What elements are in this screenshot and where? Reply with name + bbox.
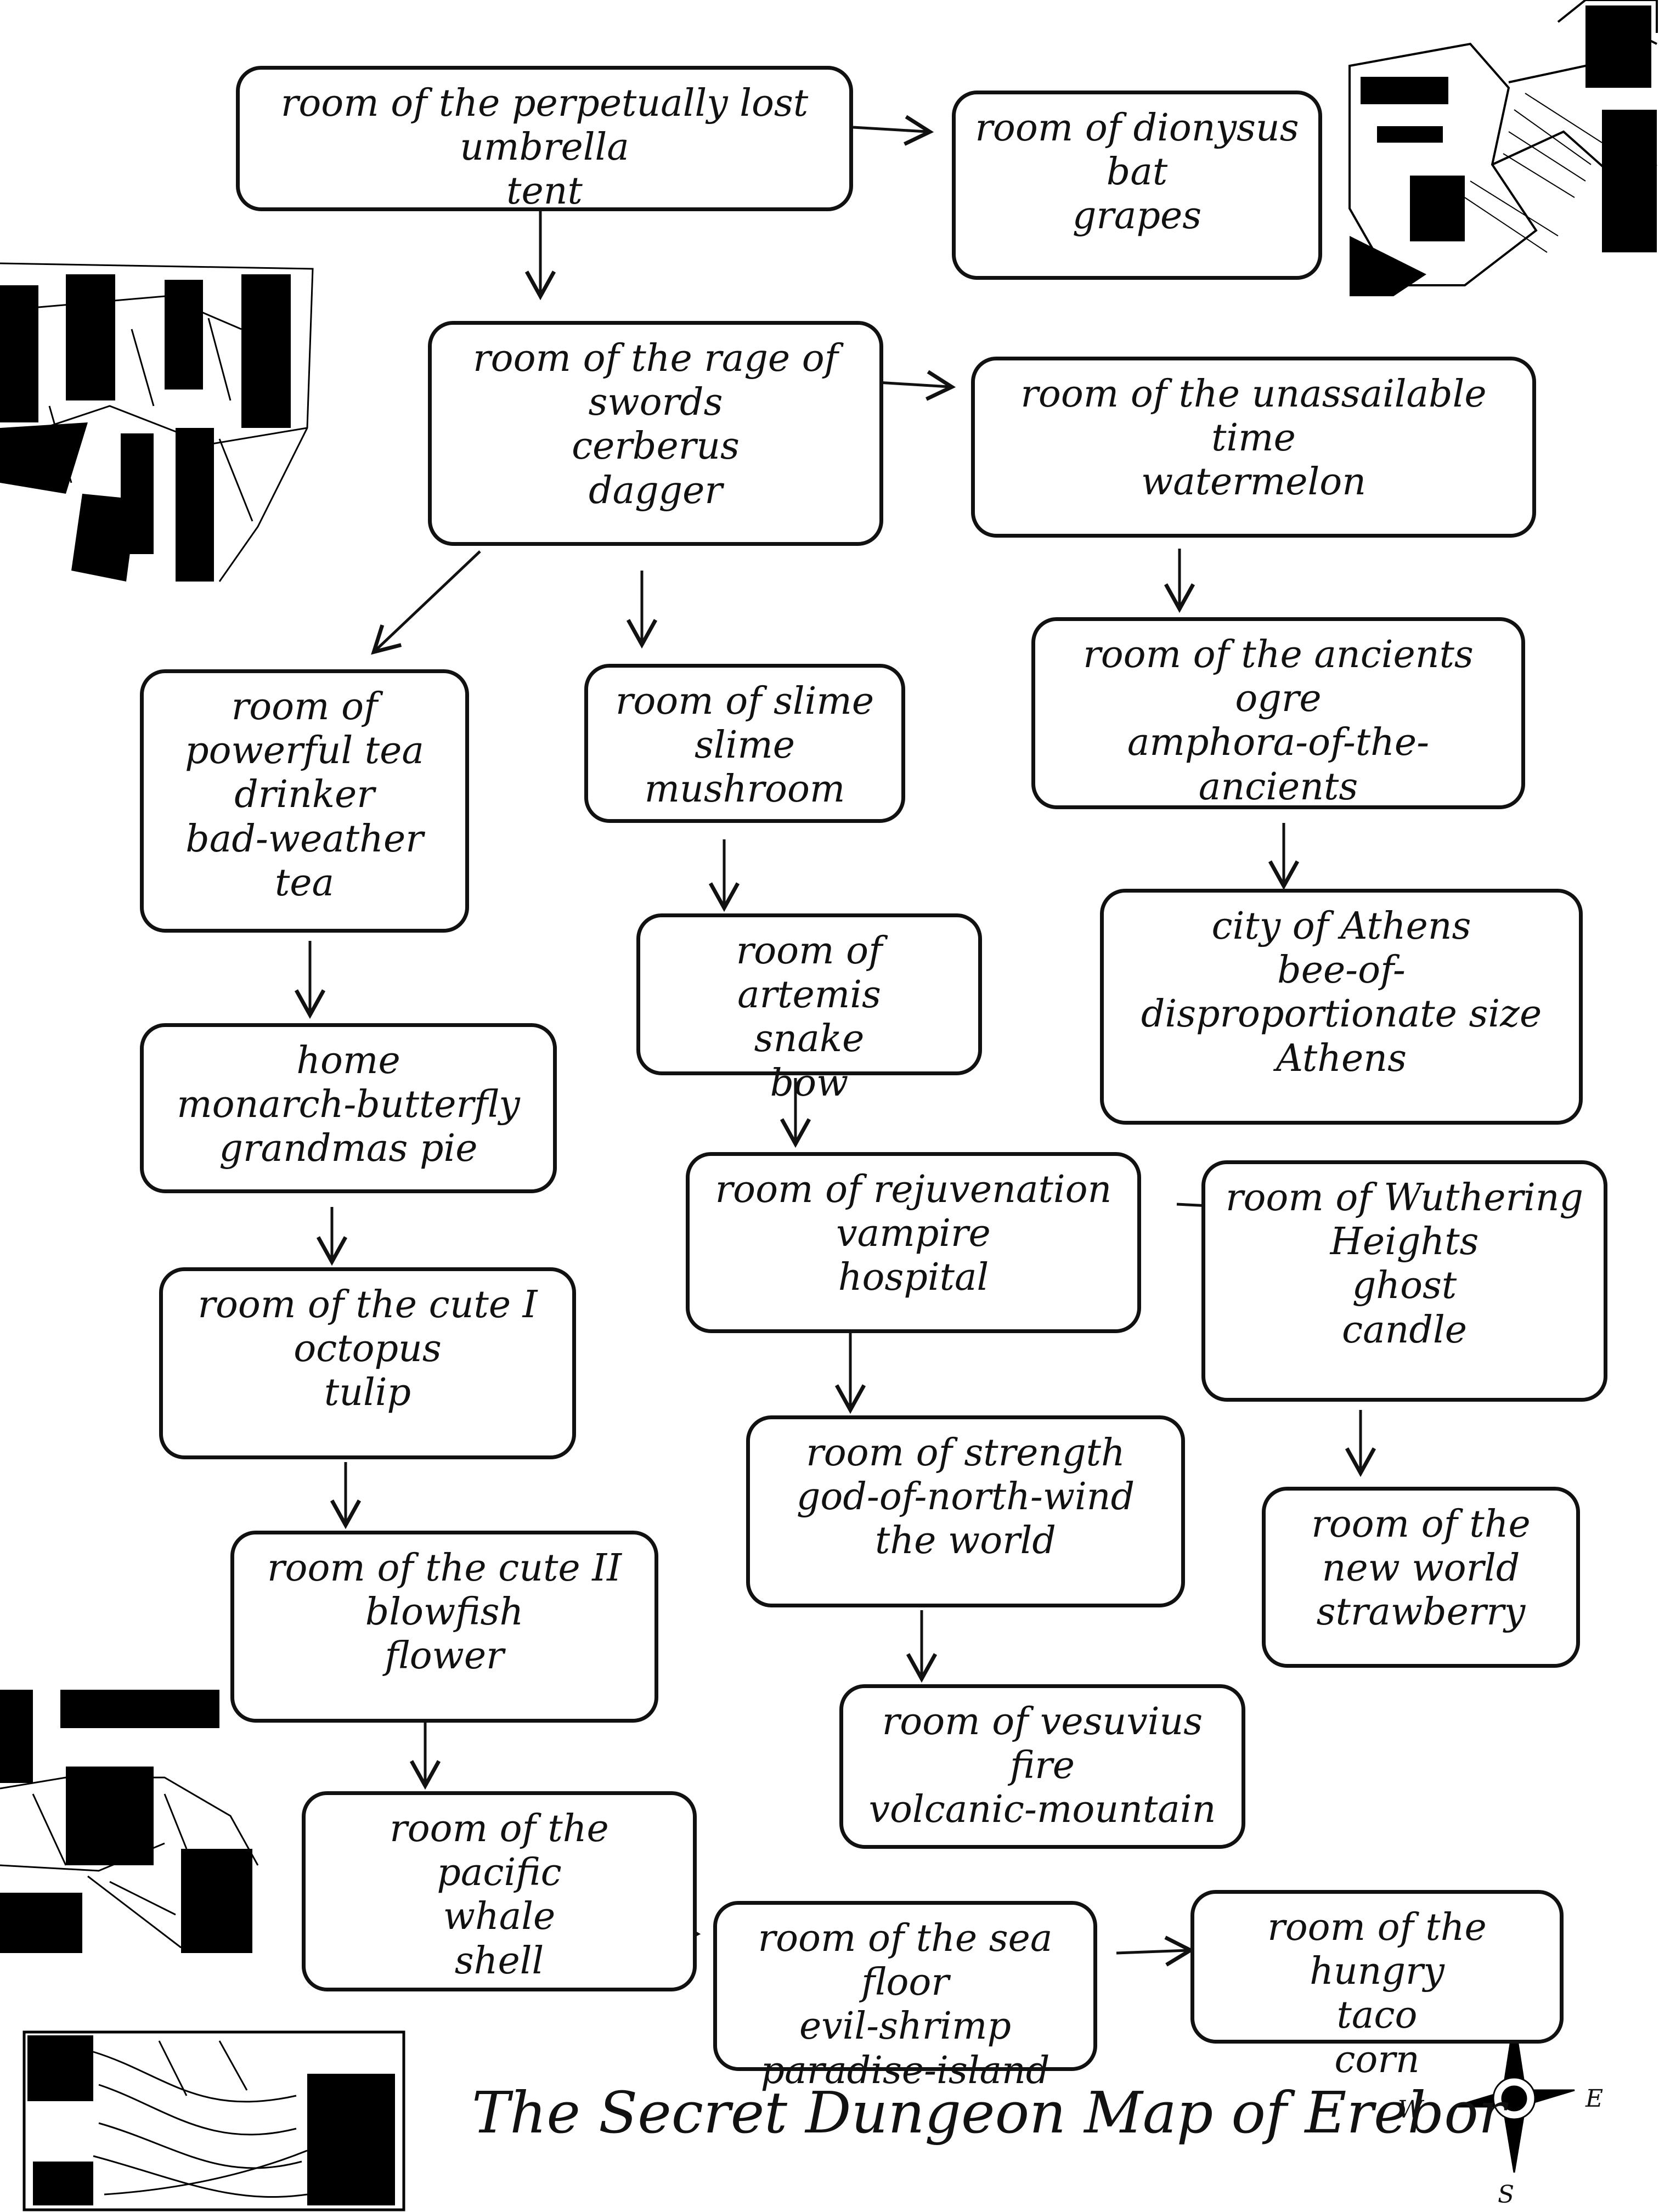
room-name: home (296, 1039, 400, 1082)
room-item: Athens (1276, 1036, 1407, 1080)
room-item: monarch-butterfly (177, 1083, 520, 1127)
room-item: evil-shrimp (799, 2005, 1012, 2049)
room-box: room of the rage of swords cerberus dagg… (428, 321, 883, 546)
room-item: grapes (1072, 194, 1202, 238)
compass-west: W (1398, 2096, 1423, 2124)
room-name: room of the hungry (1267, 1906, 1487, 1994)
room-item: ghost (1352, 1264, 1457, 1308)
ruins-sketch-left-top (0, 262, 314, 582)
room-item: vampire (836, 1212, 991, 1256)
room-item: time (1211, 416, 1296, 460)
room-box: room of the perpetually lost umbrella te… (236, 66, 853, 213)
arrow (1116, 1936, 1195, 1967)
room-item: tent (506, 170, 583, 213)
room-box: room of artemis snake bow (636, 913, 982, 1105)
castle-sketch-top-right (1348, 0, 1658, 296)
room-item: slime (694, 724, 795, 768)
room-box: room of the ancients ogre amphora-of-the… (1031, 617, 1525, 809)
room-item: flower (385, 1634, 504, 1678)
room-name: room of the unassailable (1020, 373, 1487, 416)
room-item: god-of-north-wind (796, 1475, 1135, 1519)
room-name: room of the pacific (390, 1807, 609, 1895)
room-box: room of dionysus bat grapes (952, 91, 1322, 280)
room-name: room of artemis (736, 929, 883, 1017)
map-title: The Secret Dungeon Map of Erebor (472, 2079, 1506, 2146)
room-item: bat (1106, 150, 1168, 194)
arrow (853, 115, 934, 146)
room-box: room of strength god-of-north-wind the w… (746, 1415, 1185, 1607)
room-name: room of the cute I (198, 1283, 538, 1327)
compass-east: E (1585, 2085, 1604, 2113)
room-box: room of vesuvius fire volcanic-mountain (839, 1684, 1245, 1849)
room-name: room of strength (806, 1431, 1125, 1475)
arrow (877, 370, 956, 401)
room-name: room of the rage of swords (473, 337, 838, 425)
room-name: room of Wuthering Heights (1225, 1176, 1584, 1264)
room-item: bad-weather (185, 817, 424, 861)
room-name: room of the sea floor (758, 1917, 1053, 2005)
room-box: room of the unassailable time watermelon (971, 357, 1536, 538)
room-item: bow (770, 1061, 849, 1105)
room-name: room of powerful tea drinker (185, 685, 424, 817)
room-item: hospital (838, 1256, 989, 1300)
room-item: ogre (1235, 677, 1322, 721)
compass-south: S (1498, 2181, 1515, 2209)
room-box: room of the cute II blowfish flower (230, 1531, 658, 1723)
dungeon-sketch-bottom-left (22, 2030, 405, 2211)
room-box: home monarch-butterfly grandmas pie (140, 1023, 557, 1193)
room-item: cerberus (572, 425, 740, 469)
room-item: grandmas pie (219, 1127, 478, 1171)
room-item: volcanic-mountain (868, 1788, 1216, 1832)
room-item: candle (1342, 1308, 1467, 1352)
room-name: room of rejuvenation (715, 1168, 1112, 1211)
room-item: amphora-of-the-ancients (1127, 721, 1430, 809)
room-item: snake (754, 1017, 865, 1061)
room-item: whale (443, 1895, 556, 1939)
room-item: fire (1009, 1744, 1075, 1788)
room-item: shell (454, 1939, 544, 1983)
room-item: tulip (324, 1371, 411, 1415)
room-name: city of Athens (1211, 905, 1471, 948)
room-name: room of the new world (1311, 1503, 1531, 1590)
room-name: room of vesuvius (882, 1700, 1203, 1743)
room-name: room of the perpetually lost (280, 82, 809, 125)
room-item: umbrella (460, 126, 629, 170)
room-name: room of the ancients (1083, 633, 1474, 676)
room-item: tea (274, 861, 335, 905)
room-box: room of the pacific whale shell (302, 1791, 697, 1991)
room-item: blowfish (365, 1590, 524, 1634)
room-box: room of the cute I octopus tulip (159, 1267, 576, 1459)
room-item: the world (875, 1519, 1056, 1563)
room-item: dagger (589, 469, 723, 512)
room-item: corn (1334, 2038, 1420, 2081)
room-item: octopus (294, 1327, 442, 1371)
room-item: bee-of-disproportionate size (1141, 949, 1542, 1036)
room-item: strawberry (1316, 1590, 1526, 1634)
room-item: watermelon (1141, 460, 1367, 504)
room-box: room of Wuthering Heights ghost candle (1201, 1160, 1607, 1402)
room-box: city of Athens bee-of-disproportionate s… (1100, 889, 1583, 1125)
room-item: mushroom (644, 768, 845, 811)
room-box: room of the hungry taco corn (1190, 1890, 1564, 2081)
room-item: taco (1336, 1994, 1418, 2038)
ruins-sketch-left-bottom (0, 1690, 259, 1953)
compass-rose-icon (1453, 2018, 1575, 2173)
room-name: room of the cute II (267, 1547, 622, 1590)
room-box: room of the new world strawberry (1262, 1487, 1580, 1668)
room-box: room of the sea floor evil-shrimp paradi… (713, 1901, 1097, 2092)
room-box: room of slime slime mushroom (584, 664, 905, 823)
arrow (371, 550, 481, 655)
room-name: room of slime (615, 680, 874, 723)
room-item: paradise-island (760, 2049, 1050, 2092)
room-box: room of rejuvenation vampire hospital (686, 1152, 1141, 1333)
room-box: room of powerful tea drinker bad-weather… (140, 669, 469, 933)
room-name: room of dionysus (975, 106, 1299, 150)
